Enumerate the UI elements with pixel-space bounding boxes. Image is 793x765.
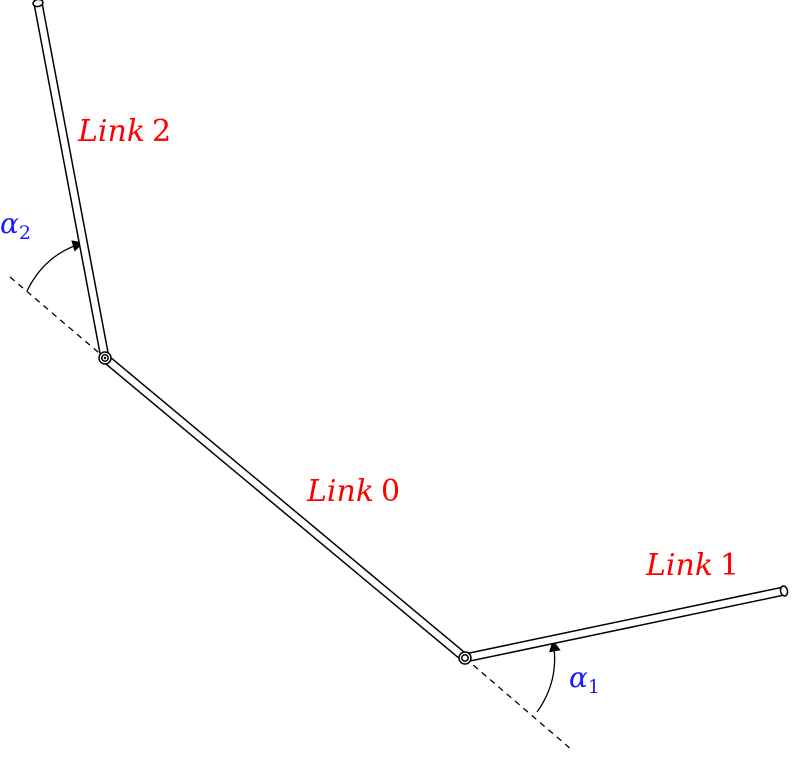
- alpha2-label: α2: [0, 207, 31, 244]
- link-1-end-cap: [779, 585, 789, 597]
- reference-line-lower: [464, 657, 573, 751]
- alpha1-angle-arc: [536, 639, 561, 713]
- link-2-end-cap: [32, 0, 44, 8]
- link-1-bar: [464, 585, 789, 663]
- link-2-bar: [32, 0, 110, 359]
- alpha2-angle-arc: [26, 240, 85, 292]
- alpha1-label: α1: [569, 661, 600, 698]
- joint-upper: [98, 351, 112, 365]
- link-0-bar: [101, 354, 469, 662]
- joint-lower: [458, 651, 472, 665]
- reference-line-upper: [9, 276, 106, 359]
